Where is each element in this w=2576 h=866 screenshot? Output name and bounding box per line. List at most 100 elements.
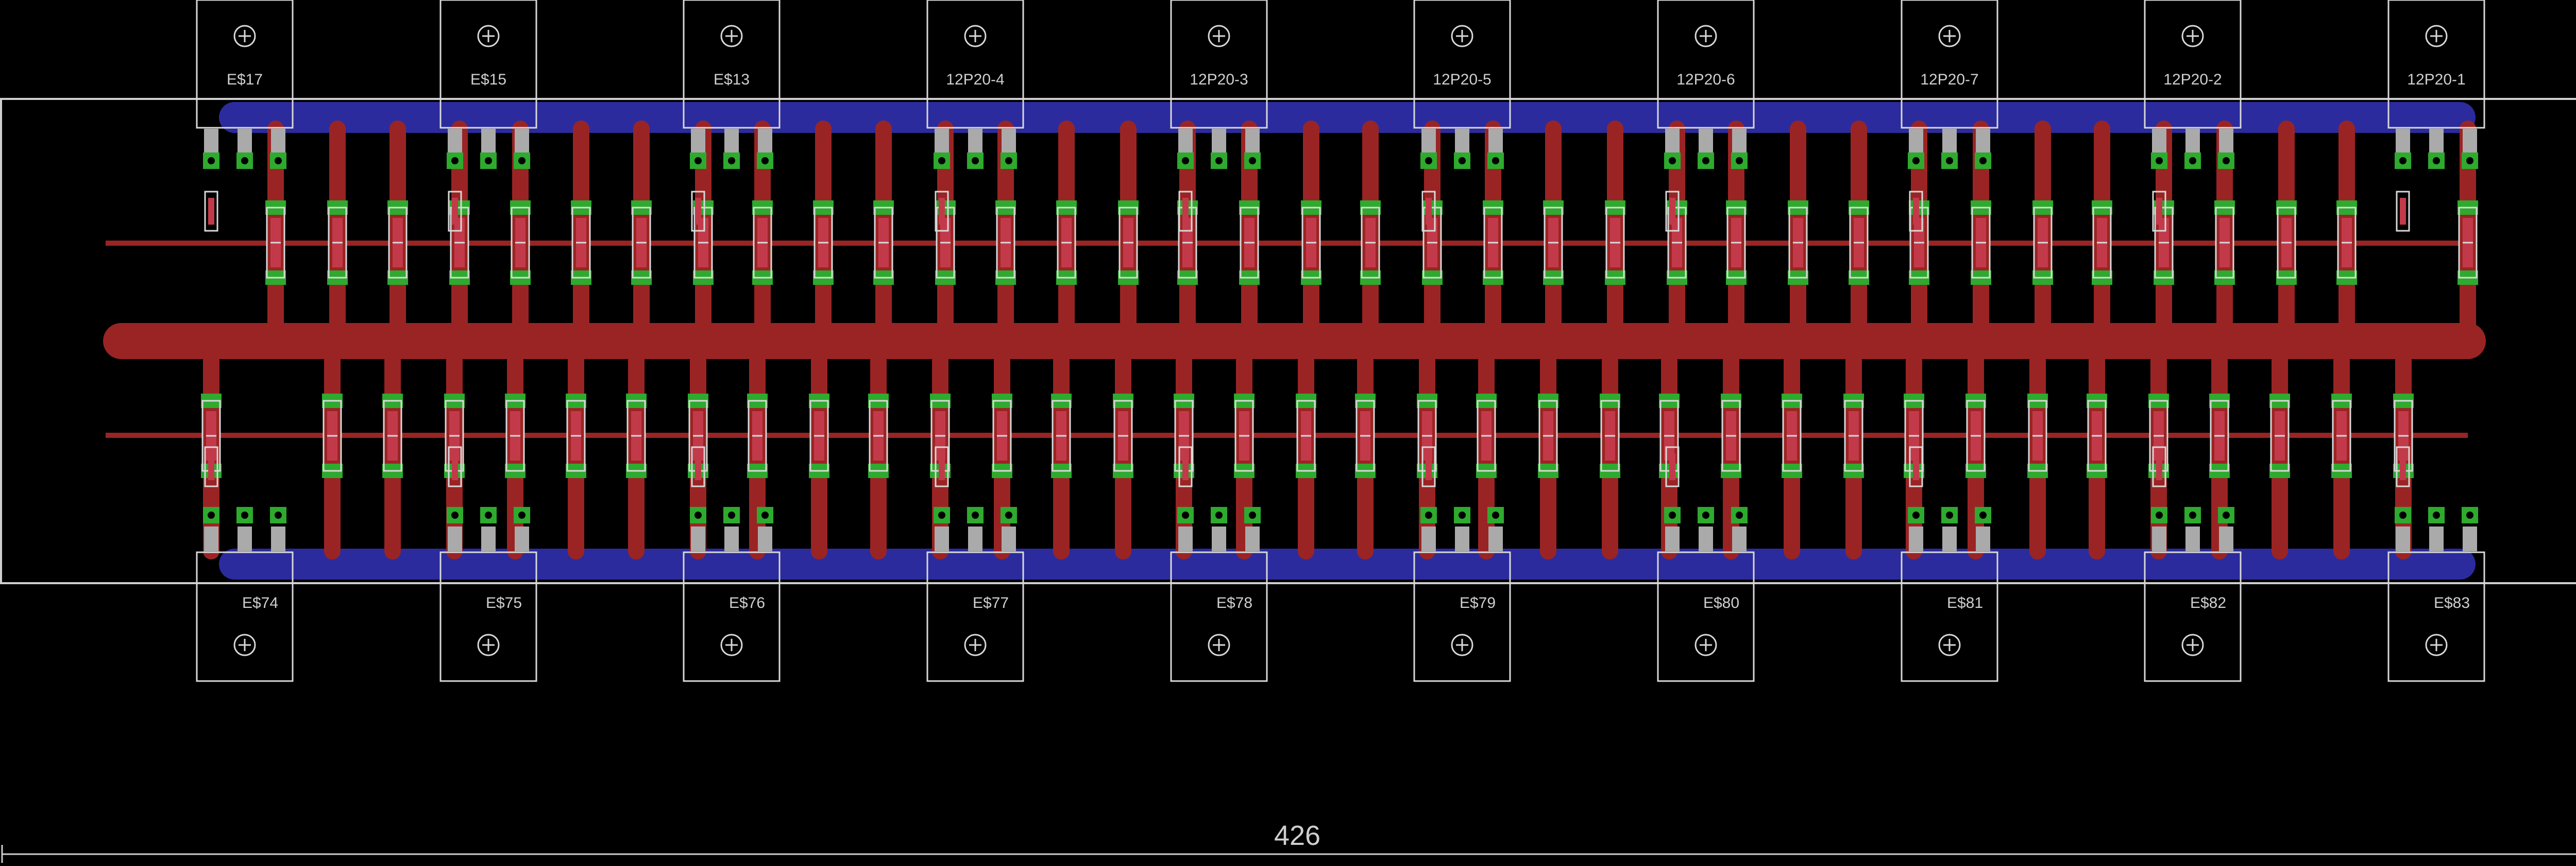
- pin: [1212, 527, 1226, 551]
- pin: [724, 129, 739, 154]
- pin: [2185, 129, 2200, 154]
- pin: [481, 129, 496, 154]
- small-resistor-body: [695, 198, 701, 225]
- pin-hole: [1425, 512, 1432, 519]
- connector-outline: [2387, 551, 2485, 682]
- small-resistor-body: [1913, 198, 1919, 225]
- pin-hole: [2189, 157, 2196, 164]
- mounting-hole: [2181, 25, 2204, 47]
- connector-label: E$77: [973, 595, 1009, 612]
- pin-hole: [2433, 512, 2440, 519]
- top-connector: E$17: [196, 0, 294, 232]
- small-resistor-outline: [691, 191, 705, 232]
- pin: [1421, 527, 1436, 551]
- pin: [481, 527, 496, 551]
- connector-outline: [1901, 0, 1998, 129]
- pin: [1245, 527, 1260, 551]
- pin: [1212, 129, 1226, 154]
- pin: [935, 527, 949, 551]
- small-resistor-outline: [1178, 191, 1193, 232]
- connector-outline: [1657, 0, 1755, 129]
- resistor-outline: [1483, 207, 1503, 279]
- resistor-outline: [1113, 400, 1133, 472]
- pin: [1455, 129, 1469, 154]
- small-resistor-outline: [1665, 446, 1680, 487]
- small-resistor-body: [1913, 453, 1919, 480]
- pin: [1488, 527, 1503, 551]
- pin-hole: [1492, 157, 1499, 164]
- resistor-outline: [869, 400, 888, 472]
- top-connector: 12P20-6: [1657, 0, 1755, 232]
- pin-hole: [275, 157, 282, 164]
- pin-hole: [1005, 157, 1012, 164]
- pin: [1942, 527, 1957, 551]
- resistor-outline: [1057, 207, 1076, 279]
- resistor-outline: [1052, 400, 1071, 472]
- connector-outline: [2144, 0, 2242, 129]
- connector-outline: [439, 551, 537, 682]
- pin-hole: [694, 157, 702, 164]
- dimension-label: 426: [1274, 820, 1320, 851]
- pin: [2396, 527, 2410, 551]
- pin-hole: [1425, 157, 1432, 164]
- small-resistor-outline: [2396, 446, 2410, 487]
- pin: [271, 129, 285, 154]
- small-resistor-body: [1669, 198, 1675, 225]
- board-outline: [0, 98, 2576, 584]
- mounting-hole: [477, 25, 500, 47]
- connector-outline: [683, 0, 781, 129]
- pin-hole: [1005, 512, 1012, 519]
- resistor-outline: [1788, 207, 1808, 279]
- small-resistor-outline: [1665, 191, 1680, 232]
- mounting-hole: [233, 634, 256, 656]
- bottom-connector: E$76: [683, 446, 781, 682]
- pin-hole: [972, 512, 979, 519]
- resistor-outline: [996, 207, 1015, 279]
- pin-hole: [241, 512, 248, 519]
- pin-hole: [2399, 157, 2406, 164]
- resistor-outline: [2092, 207, 2112, 279]
- pin: [2463, 527, 2477, 551]
- pin-hole: [972, 157, 979, 164]
- small-resistor-body: [1426, 198, 1432, 225]
- connector-label: E$15: [470, 71, 506, 88]
- pin-hole: [1215, 512, 1223, 519]
- pin: [2152, 129, 2166, 154]
- pin: [1665, 129, 1680, 154]
- mounting-hole: [1938, 25, 1961, 47]
- connector-label: E$74: [242, 595, 278, 612]
- pin-hole: [241, 157, 248, 164]
- small-resistor-outline: [1178, 446, 1193, 487]
- connector-outline: [1170, 0, 1268, 129]
- pin: [968, 129, 982, 154]
- small-resistor-body: [208, 453, 214, 480]
- resistor-outline: [1844, 400, 1863, 472]
- pin-hole: [1979, 157, 1987, 164]
- mounting-hole: [1451, 25, 1473, 47]
- connector-label: 12P20-4: [946, 71, 1004, 88]
- pin: [204, 129, 218, 154]
- pin-hole: [1912, 157, 1920, 164]
- small-resistor-outline: [2152, 191, 2166, 232]
- resistor-outline: [1782, 400, 1802, 472]
- resistor-outline: [505, 400, 525, 472]
- pin: [2463, 129, 2477, 154]
- connector-label: 12P20-1: [2407, 71, 2465, 88]
- small-resistor-outline: [448, 446, 462, 487]
- resistor-outline: [2277, 207, 2296, 279]
- mounting-hole: [964, 25, 987, 47]
- connector-label: E$83: [2434, 595, 2470, 612]
- small-resistor-outline: [448, 191, 462, 232]
- pin-hole: [275, 512, 282, 519]
- resistor-outline: [2154, 207, 2174, 279]
- bottom-connector: E$79: [1413, 446, 1511, 682]
- bottom-connector: E$81: [1901, 446, 1998, 682]
- mounting-hole: [1208, 25, 1230, 47]
- resistor-outline: [753, 207, 772, 279]
- dimension: 426: [1, 820, 2576, 863]
- pin: [515, 129, 529, 154]
- pin: [2429, 527, 2444, 551]
- small-resistor-body: [2156, 198, 2162, 225]
- pin-hole: [451, 157, 459, 164]
